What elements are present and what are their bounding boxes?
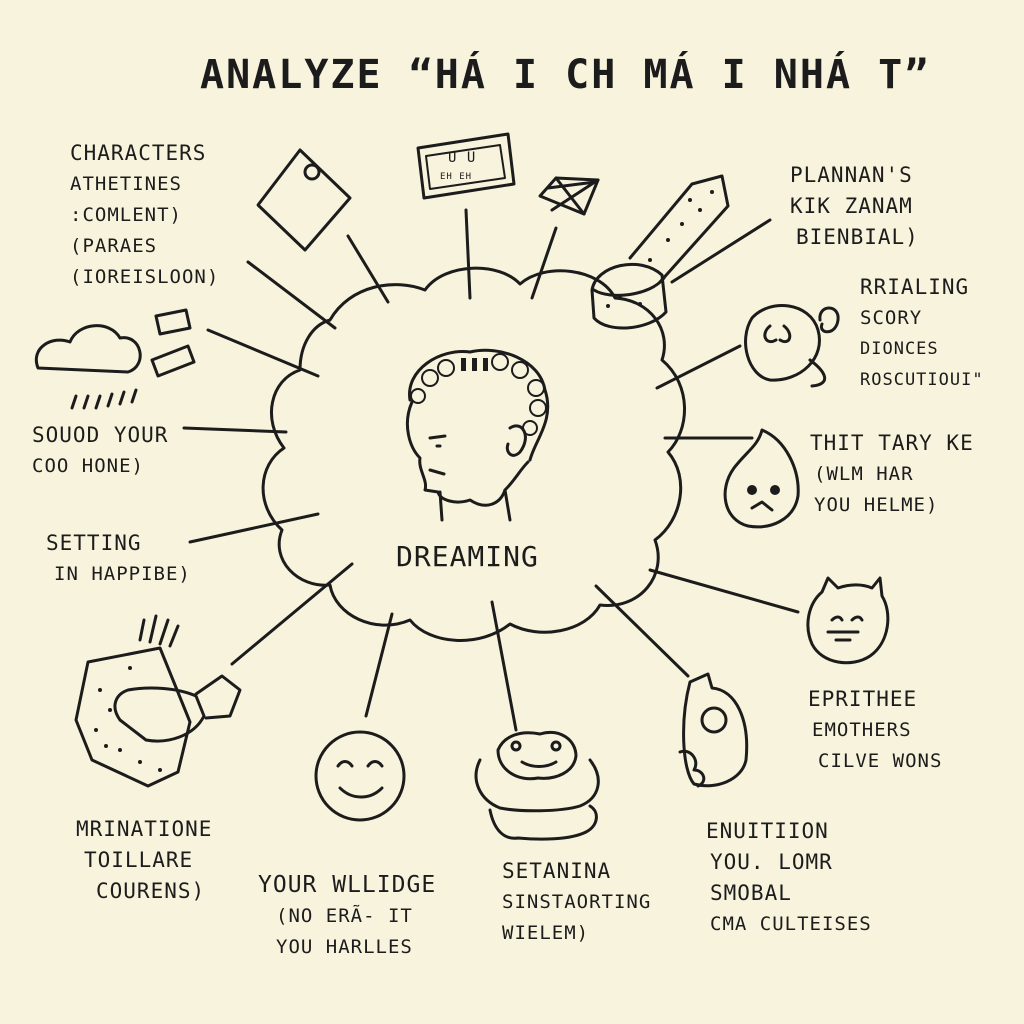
branch-mrinatione: MRINATIONE TOILLARE COURENS) bbox=[76, 814, 212, 907]
branch-line: YOU. LOMR bbox=[710, 850, 833, 874]
branch-thit-tary: THIT TARY KE (WLM HAR YOU HELME) bbox=[810, 428, 974, 521]
branch-line: ATHETINES bbox=[70, 173, 182, 195]
branch-line: SMOBAL bbox=[710, 881, 792, 905]
branch-line: (WLM HAR bbox=[814, 463, 914, 485]
bottle-icon bbox=[678, 672, 749, 788]
branch-line: (NO ERÃ- IT bbox=[276, 905, 413, 927]
branch-line: (IOREISLOON) bbox=[70, 266, 220, 288]
branch-line: SINSTAORTING bbox=[502, 891, 652, 913]
chalkboard-icon bbox=[416, 132, 516, 200]
snail-icon bbox=[744, 304, 840, 388]
branch-characters: CHARACTERS ATHETINES :COMLENT) (PARAES (… bbox=[70, 138, 219, 293]
hands-holding-paper-icon bbox=[74, 614, 242, 788]
connector-lines bbox=[182, 208, 800, 732]
chalk-stick-icon bbox=[590, 174, 730, 330]
branch-line: YOU HELME) bbox=[814, 494, 939, 516]
central-label: DREAMING bbox=[396, 540, 539, 573]
cloud-icon bbox=[34, 324, 142, 410]
branch-line: PLANNAN'S bbox=[790, 163, 913, 187]
branch-line: CILVE WONS bbox=[818, 750, 943, 772]
frog-icon bbox=[474, 731, 600, 841]
branch-line: RRIALING bbox=[860, 275, 970, 299]
central-cloud bbox=[261, 266, 686, 642]
small-blocks-icon bbox=[150, 308, 196, 378]
branch-line: CMA CULTEISES bbox=[710, 913, 872, 935]
branch-your-wllidge: YOUR WLLIDGE (NO ERÃ- IT YOU HARLLES bbox=[258, 870, 436, 963]
branch-enuitiion: ENUITIION YOU. LOMR SMOBAL CMA CULTEISES bbox=[706, 816, 872, 940]
branch-line: ENUITIION bbox=[706, 819, 829, 843]
branch-line: IN HAPPIBE) bbox=[54, 563, 191, 585]
dreaming-head-icon bbox=[406, 348, 550, 522]
branch-line: (PARAES bbox=[70, 235, 158, 257]
branch-line: YOUR WLLIDGE bbox=[258, 872, 437, 898]
branch-line: EPRITHEE bbox=[808, 687, 918, 711]
branch-line: COO HONE) bbox=[32, 455, 144, 477]
branch-line: SCORY bbox=[860, 307, 923, 329]
branch-line: YOU HARLLES bbox=[276, 936, 413, 958]
branch-plannans: PLANNAN'S KIK ZANAM BIENBIAL) bbox=[790, 160, 919, 253]
teardrop-face-icon bbox=[723, 428, 800, 529]
branch-line: BIENBIAL) bbox=[796, 225, 919, 249]
chalkboard-subtext: EH EH bbox=[440, 172, 473, 182]
branch-rrialing: RRIALING SCORY DIONCES ROSCUTIOUI" bbox=[860, 272, 984, 396]
branch-line: ROSCUTIOUI" bbox=[860, 370, 984, 390]
branch-line: TOILLARE bbox=[84, 848, 194, 872]
branch-line: :COMLENT) bbox=[70, 204, 182, 226]
bridge-icon bbox=[538, 176, 600, 216]
branch-setanina: SETANINA SINSTAORTING WIELEM) bbox=[502, 856, 651, 949]
branch-line: WIELEM) bbox=[502, 922, 590, 944]
branch-line: CHARACTERS bbox=[70, 141, 207, 165]
chalkboard-text: U U bbox=[448, 150, 477, 166]
cat-face-icon bbox=[806, 576, 890, 665]
branch-line: THIT TARY KE bbox=[810, 431, 974, 455]
branch-line: DIONCES bbox=[860, 339, 939, 359]
branch-line: MRINATIONE bbox=[76, 817, 213, 841]
branch-line: KIK ZANAM bbox=[790, 194, 913, 218]
branch-setting: SETTING IN HAPPIBE) bbox=[46, 528, 191, 590]
branch-line: COURENS) bbox=[96, 879, 206, 903]
branch-line: SETANINA bbox=[502, 859, 612, 883]
branch-line: SOUOD YOUR bbox=[32, 423, 169, 447]
branch-line: EMOTHERS bbox=[812, 719, 912, 741]
page-title: ANALYZE “HÁ I CH MÁ I NHÁ T” bbox=[200, 52, 931, 98]
branch-line: SETTING bbox=[46, 531, 142, 555]
branch-eprithee: EPRITHEE EMOTHERS CILVE WONS bbox=[808, 684, 942, 777]
smiley-face-icon bbox=[314, 730, 406, 822]
tag-icon bbox=[256, 148, 352, 252]
branch-sound: SOUOD YOUR COO HONE) bbox=[32, 420, 168, 482]
